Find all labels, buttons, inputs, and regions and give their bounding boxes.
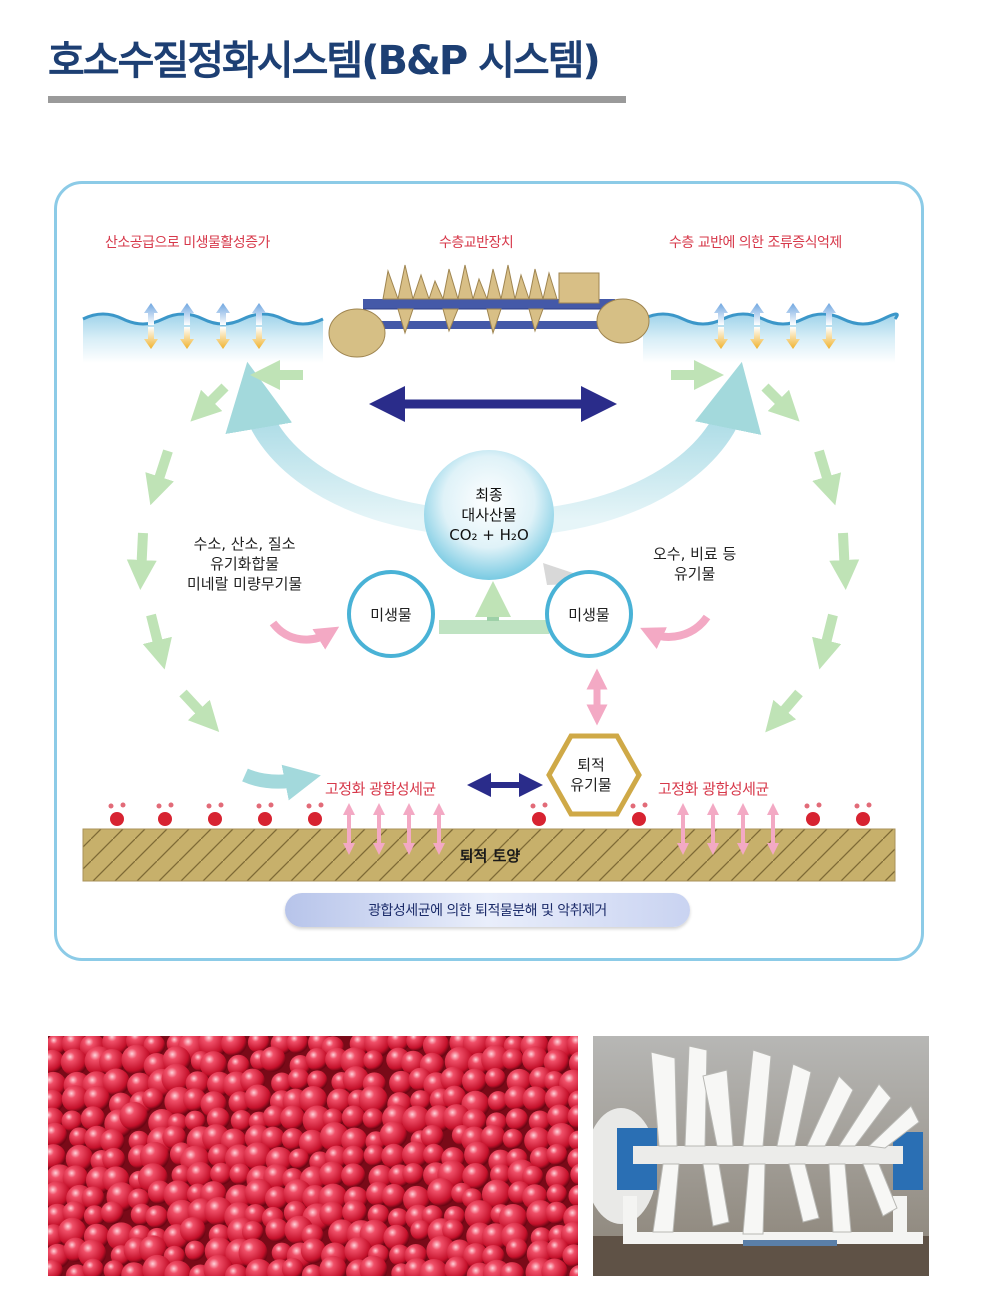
- diagram-panel: 산소공급으로 미생물활성증가 수층교반장치 수층 교반에 의한 조류증식억제 최…: [54, 181, 924, 961]
- title-underline: [48, 96, 626, 103]
- left-pink-arrow: [269, 620, 340, 650]
- device-image: [593, 1036, 929, 1276]
- final-metabolite-line-2: 대사산물: [461, 506, 517, 524]
- final-metabolite-line-1: 최종: [475, 486, 503, 504]
- fixed-bacteria-right-label: 고정화 광합성세균: [658, 780, 769, 798]
- left-nutrients-line-2: 유기화합물: [210, 555, 280, 573]
- sediment-soil-label: 퇴적 토양: [459, 847, 521, 865]
- sediment-organic-label: 퇴적 유기물: [551, 755, 631, 795]
- oxygen-exchange-arrows: [144, 303, 836, 349]
- microbe-link-bar: [439, 620, 549, 634]
- circulation-arrows: [126, 360, 860, 733]
- sediment-organic-line-1: 퇴적: [577, 756, 605, 774]
- sediment-organic-line-2: 유기물: [570, 776, 612, 794]
- microbe-circle-right: 미생물: [545, 570, 633, 658]
- mixing-device-label: 수층교반장치: [439, 235, 514, 251]
- left-arc-arrow: [225, 361, 445, 534]
- caption-text: 광합성세균에 의한 퇴적물분해 및 악취제거: [368, 903, 607, 919]
- microbe-left-label: 미생물: [370, 605, 412, 624]
- water-mixing-device-photo: [593, 1036, 929, 1276]
- beads-image: [48, 1036, 578, 1276]
- microbe-circle-left: 미생물: [347, 570, 435, 658]
- oxygen-supply-label: 산소공급으로 미생물활성증가: [105, 235, 270, 251]
- microbe-right-label: 미생물: [568, 605, 610, 624]
- right-organic-line-1: 오수, 비료 등: [653, 545, 737, 563]
- sediment-hexagon: [546, 733, 642, 817]
- water-surface: [83, 314, 323, 363]
- bottom-left-curve-arrow: [242, 764, 321, 801]
- bacteria-icons: [108, 802, 872, 826]
- left-nutrients-line-1: 수소, 산소, 질소: [193, 535, 296, 553]
- left-nutrients-text: 수소, 산소, 질소 유기화합물 미네랄 미량무기물: [187, 534, 302, 594]
- algae-suppression-label: 수층 교반에 의한 조류증식억제: [669, 235, 842, 251]
- soil-exchange-arrows: [343, 803, 779, 855]
- mixing-device-illustration: [328, 264, 650, 358]
- right-pink-arrow: [640, 614, 711, 649]
- fixed-bacteria-left-label: 고정화 광합성세균: [325, 780, 436, 798]
- left-nutrients-line-3: 미네랄 미량무기물: [187, 575, 303, 593]
- caption-pill: 광합성세균에 의한 퇴적물분해 및 악취제거: [285, 893, 690, 927]
- final-metabolite-circle: 최종 대사산물 CO₂ + H₂O: [424, 450, 554, 580]
- final-metabolite-line-3: CO₂ + H₂O: [449, 526, 529, 544]
- sediment-soil: [82, 828, 896, 882]
- right-organic-line-2: 유기물: [673, 565, 716, 583]
- immobilized-bacteria-beads-photo: [48, 1036, 578, 1276]
- page-title: 호소수질정화시스템(B&P 시스템): [48, 38, 601, 84]
- right-arc-arrow: [541, 361, 762, 534]
- right-organic-text: 오수, 비료 등 유기물: [653, 544, 736, 584]
